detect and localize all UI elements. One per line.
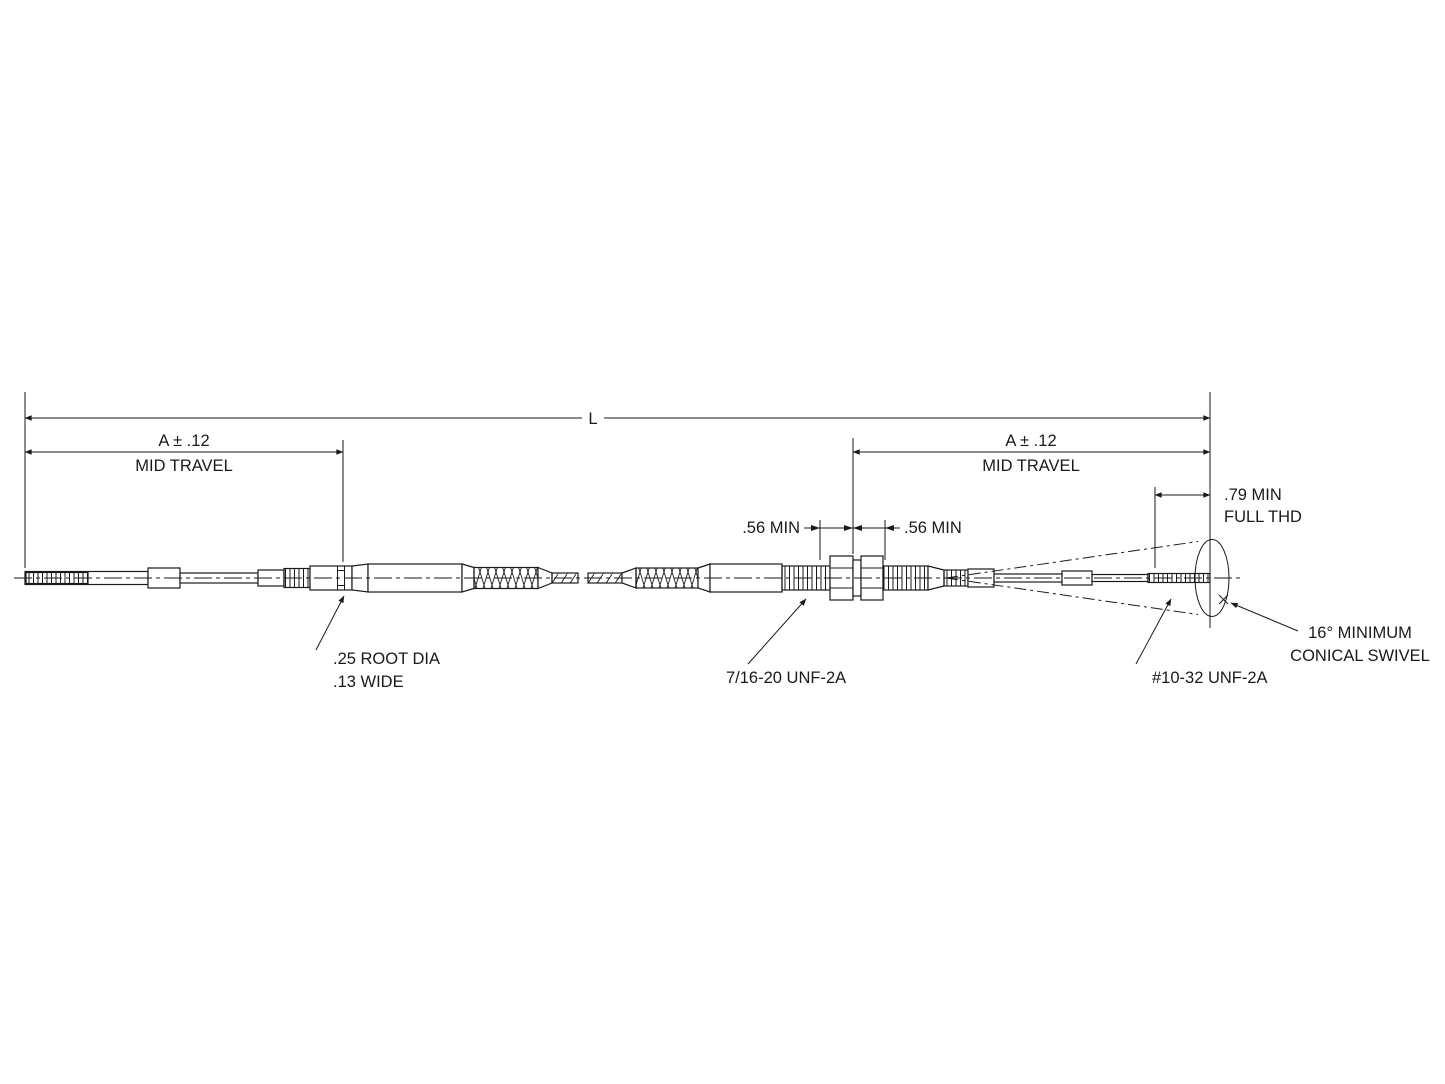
leader-swivel-line <box>1230 602 1299 632</box>
swivel-point-mark-2 <box>1218 594 1229 605</box>
label-a-right: A ± .12 <box>1005 432 1056 450</box>
dimension-full-thread: .79 MIN FULL THD <box>1154 486 1302 526</box>
label-overall-length: L <box>588 410 597 428</box>
label-swivel-line1: 16° MINIMUM <box>1308 624 1412 642</box>
label-mid-travel-left: MID TRAVEL <box>135 457 233 475</box>
arrowhead <box>885 525 894 531</box>
label-bulkhead-thread: 7/16-20 UNF-2A <box>726 669 846 687</box>
arrowhead <box>853 525 862 531</box>
dimension-min-thread: .56 MIN .56 MIN <box>742 519 962 537</box>
label-mid-travel-right: MID TRAVEL <box>982 457 1080 475</box>
swivel-cone-lower <box>945 577 1199 615</box>
label-end-thread: #10-32 UNF-2A <box>1152 669 1268 687</box>
swivel-cone-upper <box>945 541 1199 579</box>
label-min-left: .56 MIN <box>742 519 800 537</box>
label-a-left: A ± .12 <box>158 432 209 450</box>
leader-bulkhead-thread: 7/16-20 UNF-2A <box>726 598 846 687</box>
leader-end-thread: #10-32 UNF-2A <box>1135 598 1268 687</box>
dimension-mid-travel-left: A ± .12 MID TRAVEL <box>24 432 344 475</box>
leader-end-thread-line <box>1135 598 1172 665</box>
arrowhead <box>811 525 820 531</box>
leader-root-dia: .25 ROOT DIA .13 WIDE <box>315 595 440 691</box>
label-min-right: .56 MIN <box>904 519 962 537</box>
arrowhead <box>844 525 853 531</box>
dimension-overall-length: L <box>24 410 1211 428</box>
label-full-thread-value: .79 MIN <box>1224 486 1282 504</box>
leader-conical-swivel: 16° MINIMUM CONICAL SWIVEL <box>1230 602 1430 665</box>
leader-bulkhead-line <box>747 598 807 665</box>
label-root-dia-line2: .13 WIDE <box>333 673 404 691</box>
leader-root-dia-line <box>315 595 345 651</box>
cable-body <box>14 539 1240 617</box>
dimension-mid-travel-right: A ± .12 MID TRAVEL <box>852 432 1211 475</box>
label-root-dia-line1: .25 ROOT DIA <box>333 650 440 668</box>
label-full-thread: FULL THD <box>1224 508 1302 526</box>
extension-lines <box>24 392 1211 628</box>
label-swivel-line2: CONICAL SWIVEL <box>1290 647 1430 665</box>
